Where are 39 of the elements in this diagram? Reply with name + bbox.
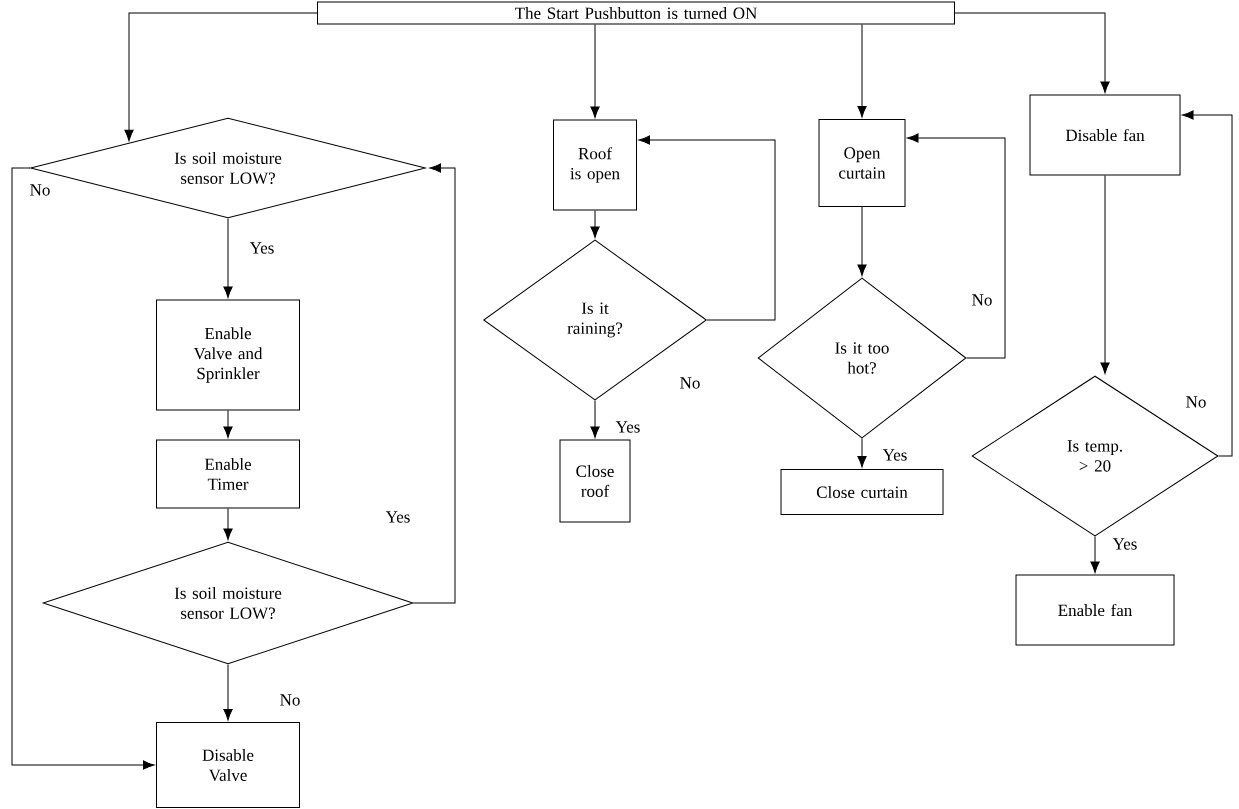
arrow — [590, 210, 600, 238]
process-box: Close curtain — [780, 469, 944, 515]
arrow — [413, 163, 456, 604]
process-box: Enable fan — [1015, 574, 1175, 646]
arrow — [638, 135, 776, 321]
edge-label: No — [970, 293, 994, 307]
arrow — [857, 206, 867, 276]
arrow — [124, 12, 318, 142]
arrow — [223, 664, 233, 721]
process-box: Disable fan — [1029, 94, 1181, 176]
arrow — [907, 133, 1006, 359]
arrow — [223, 218, 233, 298]
process-box: Enable Valve and Sprinkler — [156, 299, 300, 411]
process-box: Disable Valve — [156, 722, 300, 808]
edge-label: Yes — [1111, 537, 1139, 551]
arrow — [11, 167, 155, 770]
arrow — [223, 508, 233, 540]
edge-label: No — [1184, 395, 1208, 409]
edge-label: Yes — [881, 448, 909, 462]
process-box: Enable Timer — [156, 439, 300, 509]
arrow — [1182, 110, 1233, 457]
process-box: Open curtain — [818, 119, 906, 207]
edge-label: No — [28, 183, 52, 197]
edge-label: Yes — [384, 510, 412, 524]
arrow — [1090, 536, 1100, 573]
process-box: Close roof — [559, 439, 631, 523]
arrow — [857, 438, 867, 468]
arrow — [590, 24, 600, 118]
arrow — [857, 24, 867, 118]
edge-label: No — [678, 376, 702, 390]
arrow — [223, 410, 233, 438]
process-box: The Start Pushbutton is turned ON — [317, 1, 955, 25]
edge-label: No — [278, 693, 302, 707]
arrow — [1100, 175, 1110, 374]
arrow — [590, 400, 600, 438]
edge-label: Yes — [248, 241, 276, 255]
edge-label: Yes — [614, 420, 642, 434]
arrow — [954, 12, 1110, 93]
process-box: Roof is open — [553, 119, 637, 211]
